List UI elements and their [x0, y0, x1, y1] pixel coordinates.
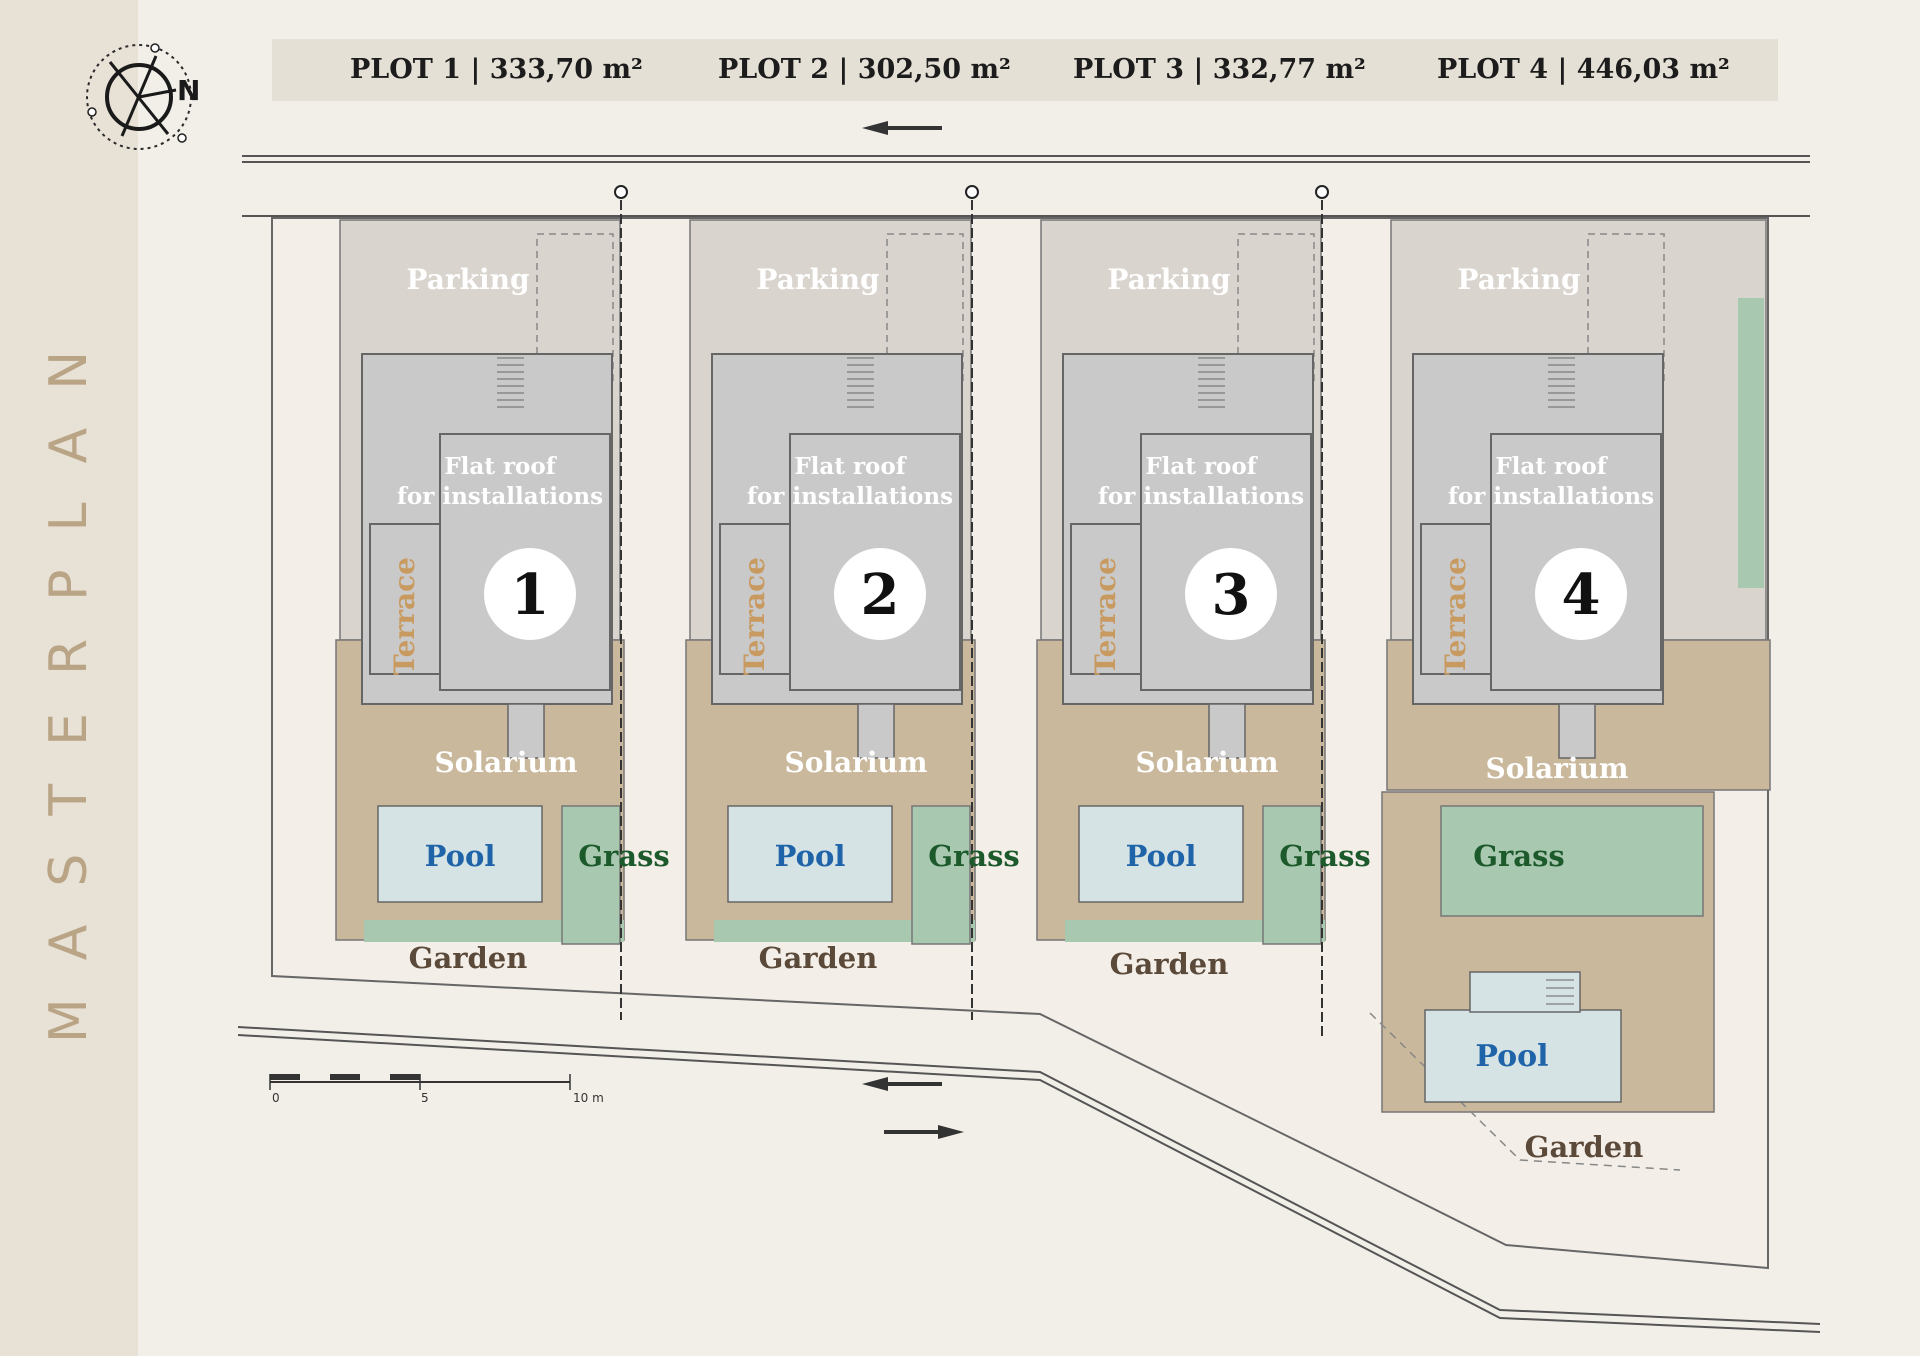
plot-pool-label: Pool [775, 839, 846, 873]
plot-pool-label: Pool [425, 839, 496, 873]
plot-grass-label: Grass [578, 839, 670, 873]
plot-pool-label: Pool [1126, 839, 1197, 873]
road-direction-arrow [862, 1077, 942, 1091]
plot-pool [727, 805, 893, 903]
plot-grass [911, 805, 971, 945]
plot-4-garden-edge [1369, 1012, 1681, 1171]
plot-garden-strip [714, 920, 975, 942]
plot-number-badge [484, 548, 576, 640]
plot-service-box [1208, 703, 1246, 759]
plot-number-badge [834, 548, 926, 640]
plot-roof-label: Flat roof [794, 453, 907, 480]
plot-parking-label: Parking [756, 263, 879, 296]
plot-terrace-block [1070, 523, 1142, 675]
plot-parking-label: Parking [406, 263, 529, 296]
plot-roof-label: Flat roof [1145, 453, 1258, 480]
plot-terrace-label: Terrace [388, 557, 421, 675]
plot-roof-label-2: for installations [397, 483, 603, 510]
plot-4-pool-label: Pool [1475, 1039, 1548, 1074]
boundary-post-icon [614, 185, 628, 199]
road-direction-arrow [884, 1125, 964, 1139]
plot-number: 1 [511, 562, 550, 628]
plot-4-planter [1738, 298, 1764, 588]
plot-number-badge [1535, 548, 1627, 640]
plot-stair [1548, 357, 1575, 408]
plot-service-box [507, 703, 545, 759]
plot-stair [847, 357, 874, 408]
plot-roof-label-2: for installations [1448, 483, 1654, 510]
plot-garden-strip [364, 920, 624, 942]
plot-number: 4 [1562, 562, 1601, 628]
boundary-post-icon [1315, 185, 1329, 199]
scale-tick-label: 0 [272, 1091, 280, 1105]
plot-4-title: PLOT 4 | 446,03 m² [1437, 54, 1730, 85]
plot-solarium-label: Solarium [434, 746, 577, 779]
plot-2-title: PLOT 2 | 302,50 m² [718, 54, 1011, 85]
compass-north-label: N [177, 74, 200, 107]
south-road [237, 1026, 1821, 1333]
north-road [242, 155, 1810, 217]
plot-terrace-block [369, 523, 441, 675]
plot-solarium-label: Solarium [1135, 746, 1278, 779]
plot-terrace-block [719, 523, 791, 675]
plot-solarium-label: Solarium [784, 746, 927, 779]
plot-header-bar [272, 39, 1778, 101]
plot-grass [561, 805, 621, 945]
plot-garden-label: Garden [759, 941, 878, 975]
plot-3-title: PLOT 3 | 332,77 m² [1073, 54, 1366, 85]
plot-roof-label: Flat roof [444, 453, 557, 480]
plot-solarium-label: Solarium [1485, 752, 1628, 785]
sidebar: MASTERPLAN [0, 0, 138, 1356]
plot-4-stair [1546, 979, 1574, 1005]
plot-grass [1262, 805, 1322, 945]
plot-2 [685, 185, 979, 1020]
plot-stair [497, 357, 524, 408]
plot-pool [1078, 805, 1244, 903]
plot-4-pool-steps [1469, 971, 1581, 1013]
plot-service-box [1558, 703, 1596, 759]
plot-1-title: PLOT 1 | 333,70 m² [350, 54, 643, 85]
compass-icon: N [86, 43, 200, 150]
plot-number: 3 [1212, 562, 1251, 628]
plot-3 [1036, 185, 1329, 1040]
plot-roof-label-2: for installations [1098, 483, 1304, 510]
plot-number-badge [1185, 548, 1277, 640]
plot-parking-label: Parking [1457, 263, 1580, 296]
plot-4 [1386, 219, 1771, 917]
plot-terrace-label: Terrace [1439, 557, 1472, 675]
plot-grass-label: Grass [928, 839, 1020, 873]
plot-garden-strip [1065, 920, 1325, 942]
plot-grass [1440, 805, 1704, 917]
plot-4-garden-label: Garden [1525, 1130, 1644, 1164]
road-direction-arrow [862, 121, 942, 135]
plot-roof-label: Flat roof [1495, 453, 1608, 480]
plot-garden-label: Garden [1110, 947, 1229, 981]
scale-tick-label: 5 [421, 1091, 429, 1105]
plot-grass-label: Grass [1473, 839, 1565, 873]
scale-bar: 0 5 10 m [269, 1074, 604, 1105]
plot-terrace-block [1420, 523, 1492, 675]
plot-terrace-label: Terrace [738, 557, 771, 675]
plot-4-pool [1424, 1009, 1622, 1103]
plot-parking-label: Parking [1107, 263, 1230, 296]
plot-service-box [857, 703, 895, 759]
plot-pool [377, 805, 543, 903]
plot-grass-label: Grass [1279, 839, 1371, 873]
scale-tick-label: 10 m [573, 1091, 604, 1105]
plot-terrace-label: Terrace [1089, 557, 1122, 675]
plot-number: 2 [861, 562, 900, 628]
plot-1 [335, 185, 628, 1020]
plot-stair [1198, 357, 1225, 408]
boundary-post-icon [965, 185, 979, 199]
plot-roof-label-2: for installations [747, 483, 953, 510]
plot-garden-label: Garden [409, 941, 528, 975]
